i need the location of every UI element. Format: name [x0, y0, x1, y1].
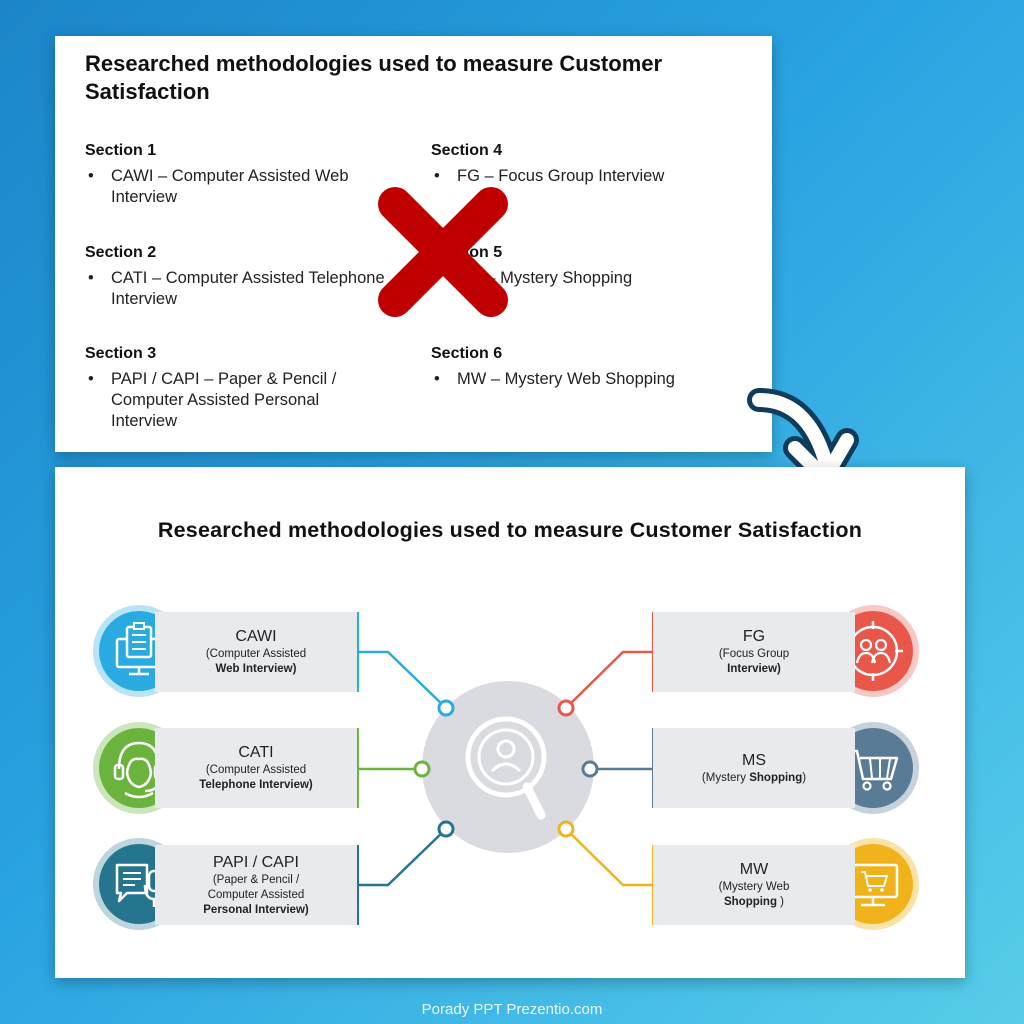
method-desc-bold: Personal Interview)	[203, 903, 309, 916]
method-abbr: PAPI / CAPI	[213, 853, 299, 871]
method-desc: (Computer Assisted	[205, 648, 307, 660]
cawi-label-box: CAWI (Computer Assisted Web Interview)	[155, 612, 357, 692]
section-heading: Section 3	[85, 345, 157, 362]
section-item: MW – Mystery Web Shopping	[431, 369, 741, 390]
fg-label-box: FG (Focus Group Interview)	[653, 612, 855, 692]
cati-dot	[413, 760, 431, 778]
method-desc-bold: Telephone Interview)	[199, 779, 313, 791]
cati-label-box: CATI (Computer Assisted Telephone Interv…	[155, 728, 357, 808]
method-abbr: CATI	[238, 744, 274, 761]
ms-dot	[581, 760, 599, 778]
method-desc-bold: Shopping	[723, 896, 777, 908]
section-4: Section 4 FG – Focus Group Interview	[431, 142, 741, 187]
method-desc-end: )	[776, 896, 785, 908]
section-item: CAWI – Computer Assisted Web Interview	[85, 166, 395, 208]
method-abbr: MS	[742, 751, 766, 769]
before-slide: Researched methodologies used to measure…	[55, 36, 772, 452]
after-slide: Researched methodologies used to measure…	[55, 467, 965, 978]
method-desc-bold: Shopping	[749, 771, 803, 784]
footer-credit: Porady PPT Prezentio.com	[421, 1001, 603, 1018]
section-heading: Section 2	[85, 244, 157, 261]
fg-connector	[565, 650, 652, 709]
section-heading: Section 1	[85, 142, 157, 159]
papi-dot	[437, 820, 455, 838]
method-abbr: MW	[739, 861, 769, 878]
section-heading: Section 6	[431, 345, 503, 362]
mw-dot	[557, 820, 575, 838]
method-abbr: FG	[742, 628, 766, 645]
method-desc: (Mystery Web	[718, 881, 790, 893]
mw-label-box: MW (Mystery Web Shopping )	[653, 845, 855, 925]
cawi-connector	[359, 650, 447, 709]
papi-connector	[359, 828, 447, 887]
method-abbr: CAWI	[235, 628, 277, 645]
papi-accent-bar	[356, 845, 359, 925]
cawi-accent-bar	[356, 612, 359, 692]
fg-dot	[557, 699, 575, 717]
ms-label-box: MS (Mystery Shopping)	[653, 728, 855, 808]
before-slide-title: Researched methodologies used to measure…	[85, 51, 663, 104]
section-item: PAPI / CAPI – Paper & Pencil / Computer …	[85, 369, 385, 432]
mw-connector	[565, 828, 652, 887]
method-desc-start: (Mystery	[701, 771, 747, 784]
papi-capi-label-box: PAPI / CAPI (Paper & Pencil / Computer A…	[155, 845, 357, 925]
method-desc-bold: Web Interview)	[215, 663, 297, 675]
method-desc-bold: Interview)	[727, 663, 781, 675]
section-item: CATI – Computer Assisted Telephone Inter…	[85, 268, 395, 310]
cawi-dot	[437, 699, 455, 717]
method-desc: (Focus Group	[718, 648, 790, 660]
section-2: Section 2 CATI – Computer Assisted Telep…	[85, 244, 395, 310]
section-heading: Section 4	[431, 142, 503, 159]
method-desc-end: )	[802, 771, 807, 784]
cati-accent-bar	[356, 728, 359, 808]
method-desc: (Mystery Shopping)	[702, 771, 806, 786]
method-desc: (Paper & Pencil /	[212, 873, 300, 886]
method-desc: (Computer Assisted	[205, 764, 307, 776]
person-magnifier-icon	[422, 681, 594, 853]
section-1: Section 1 CAWI – Computer Assisted Web I…	[85, 142, 395, 208]
cross-mark-icon	[378, 187, 508, 317]
section-6: Section 6 MW – Mystery Web Shopping	[431, 345, 741, 390]
method-desc-2: Computer Assisted	[207, 888, 305, 901]
section-item: FG – Focus Group Interview	[431, 166, 741, 187]
after-slide-title: Researched methodologies used to measure…	[157, 518, 863, 542]
section-3: Section 3 PAPI / CAPI – Paper & Pencil /…	[85, 345, 385, 432]
method-desc-line2: Shopping )	[724, 895, 784, 910]
